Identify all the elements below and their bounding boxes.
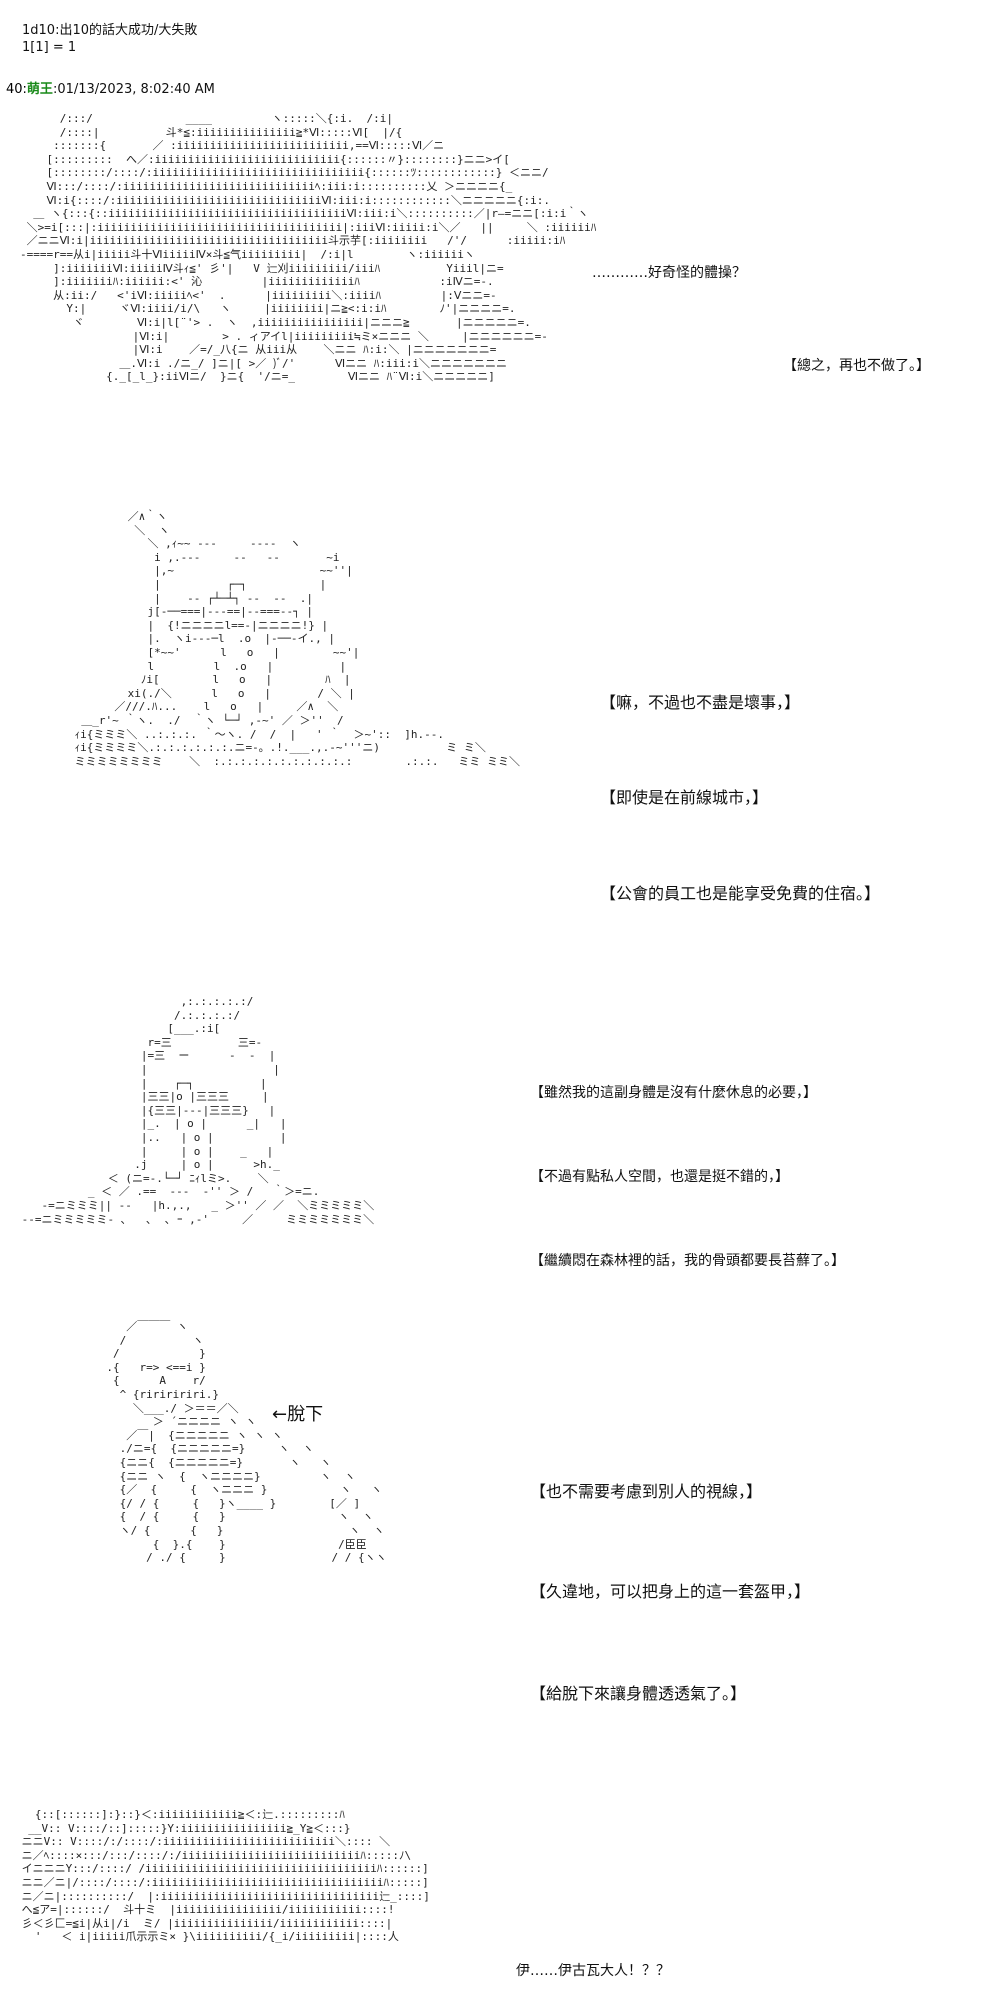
ascii-art-panel-1: /:::/ ____ ヽ:::::＼{:i. /:i| /::::| 斗*≦:i… — [20, 112, 597, 384]
post-timestamp: :01/13/2023, 8:02:40 AM — [52, 82, 215, 97]
dialogue-line-1: 【也不需要考慮到別人的視線，】 — [530, 1482, 763, 1501]
dialogue-line-1: 【雖然我的這副身體是沒有什麼休息的必要，】 — [530, 1085, 817, 1101]
post-header: 40:萌王:01/13/2023, 8:02:40 AM — [6, 78, 215, 97]
dialogue-line-3: 【繼續悶在森林裡的話，我的骨頭都要長苔蘚了。】 — [530, 1253, 845, 1269]
dialogue-line-2: 【不過有點私人空間，也還是挺不錯的，】 — [530, 1169, 789, 1185]
ascii-art-panel-3: ,:.:.:.:.:/ /.:.:.:.:/ [___.:i[ r=三 三=- … — [21, 995, 375, 1226]
dice-roll-header: 1d10:出10的話大成功/大失敗 1[1] = 1 — [22, 22, 197, 56]
dialogue-line-3: 【公會的員工也是能享受免費的住宿。】 — [600, 884, 881, 903]
poster-name[interactable]: 萌王 — [26, 82, 53, 97]
dice-roll-command: 1d10:出10的話大成功/大失敗 — [22, 23, 198, 38]
ascii-art-panel-5: {::[::::::]:}::}＜:iiiiiiiiiiii≧＜:辷.:::::… — [21, 1808, 430, 1944]
post-number: 40: — [6, 82, 27, 97]
dialogue-line: 伊……伊古瓦大人！？？ — [516, 1963, 670, 1979]
ascii-art-panel-2: ／∧｀ヽ ＼ ヽ ＼ ,ｨ~~ -‐‐ -‐-‐ ヽ i ,.--‐ -- --… — [74, 510, 520, 768]
dialogue-line-2: 【久違地，可以把身上的這一套盔甲，】 — [530, 1582, 811, 1601]
take-off-label: ←脫下 — [272, 1404, 324, 1425]
dialogue-line-2: 【即使是在前線城市，】 — [600, 788, 769, 807]
thought-line: …………好奇怪的體操？ — [592, 265, 746, 281]
dialogue-line-3: 【給脫下來讓身體透透氣了。】 — [530, 1684, 747, 1703]
dialogue-line: 【總之，再也不做了。】 — [783, 358, 930, 374]
dice-roll-result: 1[1] = 1 — [22, 40, 77, 55]
dialogue-line-1: 【嘛，不過也不盡是壞事，】 — [600, 693, 801, 712]
ascii-art-panel-4: ／￣￣￣ ヽ / ヽ / } .{ r=> <==i } { A r/ ^ {r… — [106, 1320, 387, 1565]
